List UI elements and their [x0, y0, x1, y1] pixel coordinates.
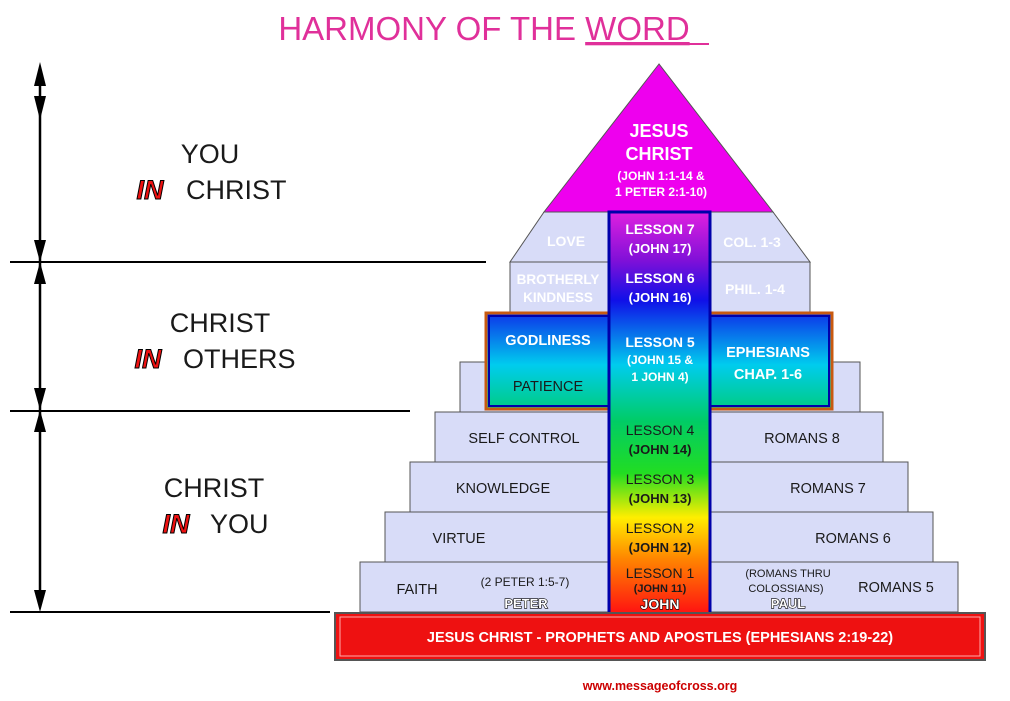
virtue-brotherly: BROTHERLY: [517, 272, 600, 287]
virtue-self-control: SELF CONTROL: [468, 431, 579, 447]
apex-label: JESUS CHRIST (JOHN 1:1-14 & 1 PETER 2:1-…: [615, 121, 707, 199]
ref-romans-7: ROMANS 7: [790, 481, 866, 497]
ref-colossians: COL. 1-3: [723, 234, 781, 250]
svg-text:(JOHN 13): (JOHN 13): [629, 491, 692, 506]
cross-vertical: [607, 210, 712, 616]
virtue-patience: PATIENCE: [513, 379, 584, 395]
svg-text:1 PETER 2:1-10): 1 PETER 2:1-10): [615, 185, 707, 199]
svg-text:(JOHN 11): (JOHN 11): [634, 583, 687, 595]
ref-ephesians: EPHESIANS: [726, 345, 810, 361]
lesson-7: LESSON 7 (JOHN 17): [625, 221, 694, 256]
website-link[interactable]: www.messageofcross.org: [582, 679, 737, 693]
svg-text:LESSON 7: LESSON 7: [625, 221, 694, 237]
ref-philippians: PHIL. 1-4: [725, 281, 785, 297]
svg-text:1 JOHN 4): 1 JOHN 4): [631, 370, 688, 384]
virtue-godliness: GODLINESS: [505, 333, 591, 349]
virtue-faith: FAITH: [396, 582, 437, 598]
svg-text:LESSON 1: LESSON 1: [626, 565, 695, 581]
section-you-in-christ: YOU IN CHRIST: [136, 139, 287, 206]
svg-text:(JOHN 12): (JOHN 12): [629, 540, 692, 555]
in-word: IN: [137, 175, 165, 205]
lesson-2: LESSON 2 (JOHN 12): [626, 520, 695, 555]
section-christ-in-others: CHRIST IN OTHERS: [134, 308, 296, 375]
in-word: IN: [163, 509, 191, 539]
peter-reference: (2 PETER 1:5-7): [481, 575, 570, 589]
svg-text:OTHERS: OTHERS: [183, 344, 296, 374]
svg-text:LESSON 6: LESSON 6: [625, 270, 694, 286]
foundation-bar: [334, 612, 986, 661]
svg-text:(JOHN 16): (JOHN 16): [629, 290, 692, 305]
svg-text:JESUS: JESUS: [629, 121, 688, 141]
svg-text:LESSON 3: LESSON 3: [626, 471, 695, 487]
lesson-4: LESSON 4 (JOHN 14): [626, 422, 695, 457]
svg-text:YOU: YOU: [181, 139, 240, 169]
svg-text:(JOHN 17): (JOHN 17): [629, 241, 692, 256]
section-christ-in-you: CHRIST IN YOU: [162, 473, 269, 540]
svg-text:CHRIST: CHRIST: [186, 175, 287, 205]
peter-label: PETER: [504, 596, 548, 611]
in-word: IN: [135, 344, 163, 374]
svg-text:LESSON 5: LESSON 5: [625, 334, 694, 350]
left-axis: [34, 62, 46, 612]
page-title: HARMONY OF THE WORD: [278, 10, 689, 47]
lesson-6: LESSON 6 (JOHN 16): [625, 270, 694, 305]
lesson-5: LESSON 5 (JOHN 15 & 1 JOHN 4): [625, 334, 694, 384]
virtue-kindness: KINDNESS: [523, 290, 593, 305]
virtue-knowledge: KNOWLEDGE: [456, 481, 551, 497]
svg-text:CHRIST: CHRIST: [626, 144, 693, 164]
lesson-1: LESSON 1 (JOHN 11) JOHN: [626, 565, 695, 613]
ref-colossians-paren: COLOSSIANS): [748, 583, 823, 595]
ref-romans-thru: (ROMANS THRU: [745, 568, 830, 580]
svg-text:LESSON 2: LESSON 2: [626, 520, 695, 536]
virtue-love: LOVE: [547, 233, 585, 249]
svg-text:YOU: YOU: [210, 509, 269, 539]
ref-ephesians-chap: CHAP. 1-6: [734, 367, 802, 383]
svg-text:(JOHN 1:1-14 &: (JOHN 1:1-14 &: [617, 169, 705, 183]
ref-romans-6: ROMANS 6: [815, 531, 891, 547]
paul-label: PAUL: [771, 596, 805, 611]
svg-text:(JOHN 14): (JOHN 14): [629, 442, 692, 457]
ref-romans-8: ROMANS 8: [764, 431, 840, 447]
svg-text:CHRIST: CHRIST: [170, 308, 271, 338]
foundation-text: JESUS CHRIST - PROPHETS AND APOSTLES (EP…: [427, 630, 893, 646]
svg-text:(JOHN 15 &: (JOHN 15 &: [627, 353, 693, 367]
svg-text:JOHN: JOHN: [641, 596, 680, 612]
svg-text:LESSON 4: LESSON 4: [626, 422, 695, 438]
ref-romans-5: ROMANS 5: [858, 580, 934, 596]
svg-text:CHRIST: CHRIST: [164, 473, 265, 503]
lesson-3: LESSON 3 (JOHN 13): [626, 471, 695, 506]
virtue-virtue: VIRTUE: [433, 531, 486, 547]
